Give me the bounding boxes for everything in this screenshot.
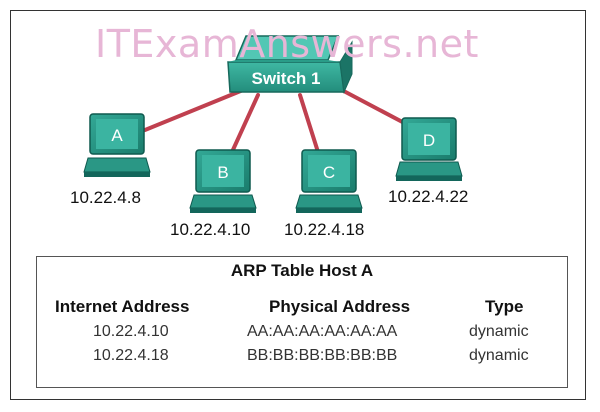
switch-label: Switch 1: [252, 69, 321, 88]
links: [143, 86, 412, 154]
host-b-ip: 10.22.4.10: [170, 220, 251, 239]
pc-b-icon[interactable]: [189, 149, 257, 213]
pc-c-icon[interactable]: [295, 149, 363, 213]
pc-d-icon[interactable]: [395, 117, 463, 181]
pc-b-letter: B: [217, 163, 228, 182]
arp-table: ARP Table Host A Internet Address Physic…: [36, 256, 568, 388]
link-d: [336, 86, 412, 128]
row-1-internet: 10.22.4.10: [93, 323, 169, 340]
header-physical-address: Physical Address: [269, 297, 411, 316]
row-2-type: dynamic: [469, 347, 529, 364]
pc-a-letter: A: [111, 126, 123, 145]
host-a-ip: 10.22.4.8: [70, 188, 141, 207]
pc-c-letter: C: [323, 163, 335, 182]
row-1-type: dynamic: [469, 323, 529, 340]
arp-table-title: ARP Table Host A: [230, 261, 374, 280]
row-2-internet: 10.22.4.18: [93, 347, 169, 364]
pc-d-letter: D: [423, 131, 435, 150]
host-c-ip: 10.22.4.18: [284, 220, 365, 239]
pc-a-icon[interactable]: [83, 113, 151, 177]
link-c: [298, 93, 320, 154]
link-a: [143, 86, 250, 132]
watermark: ITExamAnswers.net: [95, 22, 479, 66]
header-type: Type: [485, 297, 524, 316]
host-d-ip: 10.22.4.22: [388, 187, 469, 206]
switch-icon[interactable]: [227, 35, 353, 94]
row-2-physical: BB:BB:BB:BB:BB:BB: [247, 347, 398, 364]
link-b: [230, 93, 260, 154]
header-internet-address: Internet Address: [55, 297, 190, 316]
row-1-physical: AA:AA:AA:AA:AA:AA: [247, 323, 398, 340]
